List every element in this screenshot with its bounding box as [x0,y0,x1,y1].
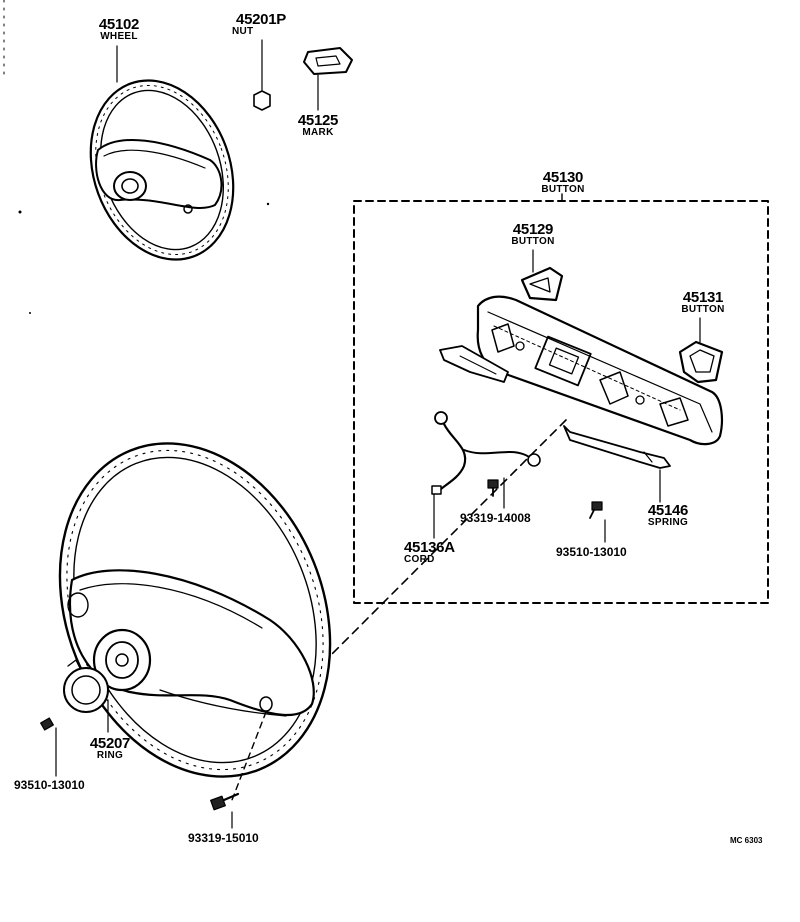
part-number: 45146 [647,502,689,519]
bolt-93319-15010-label: 93319-15010 [188,831,259,845]
button-45130-label: 45130 BUTTON [530,170,596,195]
button-45129-part [520,249,564,302]
contact-plate-left [439,345,509,383]
ring-45207-label: 45207 RING [82,736,138,761]
screw-93319-14008-label: 93319-14008 [460,511,531,525]
part-name: RING [96,750,124,761]
wheel-45102-label: 45102 WHEEL [88,17,150,42]
part-name: MARK [302,127,334,138]
part-number: 45207 [89,735,131,752]
part-number: 45201P [236,11,286,28]
part-number: 45131 [682,289,724,306]
part-name: SPRING [647,517,689,528]
part-number: 45102 [98,16,140,33]
button-45129-label: 45129 BUTTON [500,222,566,247]
button-45131-label: 45131 BUTTON [670,290,736,315]
screw-93319-14008 [487,477,505,509]
spring-part [563,425,671,503]
screw-93510-13010-ring [40,717,57,777]
nut-part [253,39,271,111]
part-name: BUTTON [541,184,585,195]
part-number: 45136A [404,539,455,556]
spring-45146-label: 45146 SPRING [638,503,698,528]
screw-93510-13010-ring-label: 93510-13010 [14,778,85,792]
screw-93510-13010-box-label: 93510-13010 [556,545,627,559]
mark-part [303,47,353,111]
part-name: WHEEL [100,31,138,42]
button-45131-part [678,317,724,384]
part-name: BUTTON [681,304,725,315]
part-number: 45125 [297,112,339,129]
part-number: 45130 [542,169,584,186]
part-name: CORD [404,554,435,565]
part-number: 45129 [512,221,554,238]
nut-45201p-label: 45201P NUT [226,12,296,37]
mark-45125-label: 45125 MARK [288,113,348,138]
bolt-93319-15010 [210,792,240,829]
diagram-code: MC 6303 [730,836,763,845]
cord-45136a-label: 45136A CORD [404,540,474,565]
part-name: NUT [232,26,254,37]
screw-93510-13010-box [589,501,606,543]
steering-wheel-small [89,79,235,261]
part-name: BUTTON [511,236,555,247]
cord-part [431,411,541,539]
steering-wheel-large [58,442,332,778]
ring-part [63,659,109,733]
